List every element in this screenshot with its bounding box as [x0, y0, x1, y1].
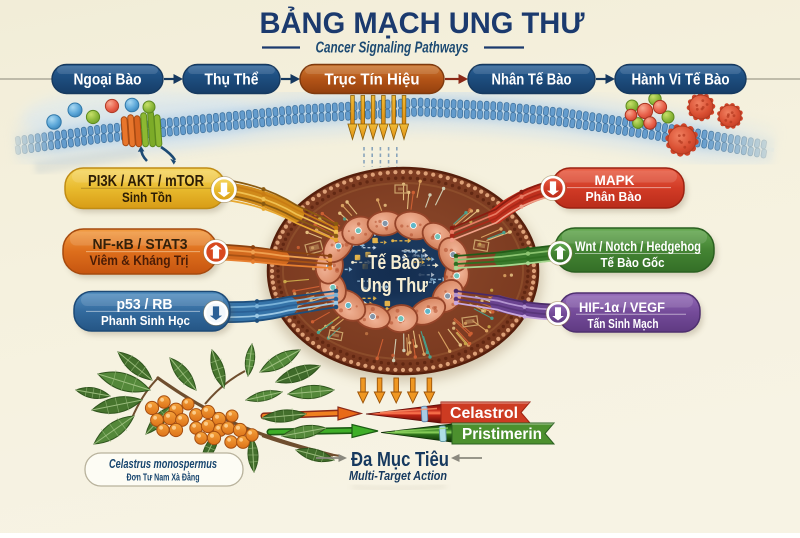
svg-text:MAPK: MAPK: [595, 172, 635, 188]
svg-text:Phanh Sinh Học: Phanh Sinh Học: [101, 314, 190, 328]
svg-text:Sinh Tồn: Sinh Tồn: [122, 190, 172, 205]
svg-text:BẢNG MẠCH UNG THƯ: BẢNG MẠCH UNG THƯ: [260, 6, 586, 40]
svg-text:Ngoại Bào: Ngoại Bào: [74, 72, 142, 89]
svg-text:Tấn Sinh Mạch: Tấn Sinh Mạch: [588, 317, 659, 331]
svg-text:Hành Vi Tế Bào: Hành Vi Tế Bào: [632, 72, 730, 89]
svg-text:Celastrus monospermus: Celastrus monospermus: [109, 457, 217, 471]
svg-text:PI3K / AKT / mTOR: PI3K / AKT / mTOR: [88, 173, 204, 190]
svg-text:HIF-1α / VEGF: HIF-1α / VEGF: [579, 300, 665, 315]
svg-text:Viêm & Kháng Trị: Viêm & Kháng Trị: [90, 253, 189, 268]
svg-text:Trục Tín Hiệu: Trục Tín Hiệu: [325, 72, 420, 89]
svg-text:p53 / RB: p53 / RB: [117, 297, 173, 313]
svg-text:Nhân Tế Bào: Nhân Tế Bào: [492, 72, 572, 89]
svg-text:Ung Thư: Ung Thư: [360, 275, 428, 297]
svg-text:Celastrol: Celastrol: [450, 405, 518, 422]
svg-text:Pristimerin: Pristimerin: [462, 426, 542, 443]
svg-text:Multi-Target Action: Multi-Target Action: [349, 468, 447, 483]
svg-text:Wnt / Notch / Hedgehog: Wnt / Notch / Hedgehog: [575, 239, 701, 254]
svg-text:Tế Bào: Tế Bào: [368, 252, 420, 274]
svg-text:Cancer Signaling Pathways: Cancer Signaling Pathways: [316, 40, 469, 57]
svg-text:Tế Bào Gốc: Tế Bào Gốc: [601, 255, 665, 270]
svg-text:Phân Bào: Phân Bào: [586, 190, 642, 204]
svg-text:NF-κB / STAT3: NF-κB / STAT3: [93, 236, 188, 253]
svg-text:Đơn Tư Nam Xà Đằng: Đơn Tư Nam Xà Đằng: [127, 471, 200, 484]
svg-text:Thụ Thể: Thụ Thể: [205, 72, 259, 89]
